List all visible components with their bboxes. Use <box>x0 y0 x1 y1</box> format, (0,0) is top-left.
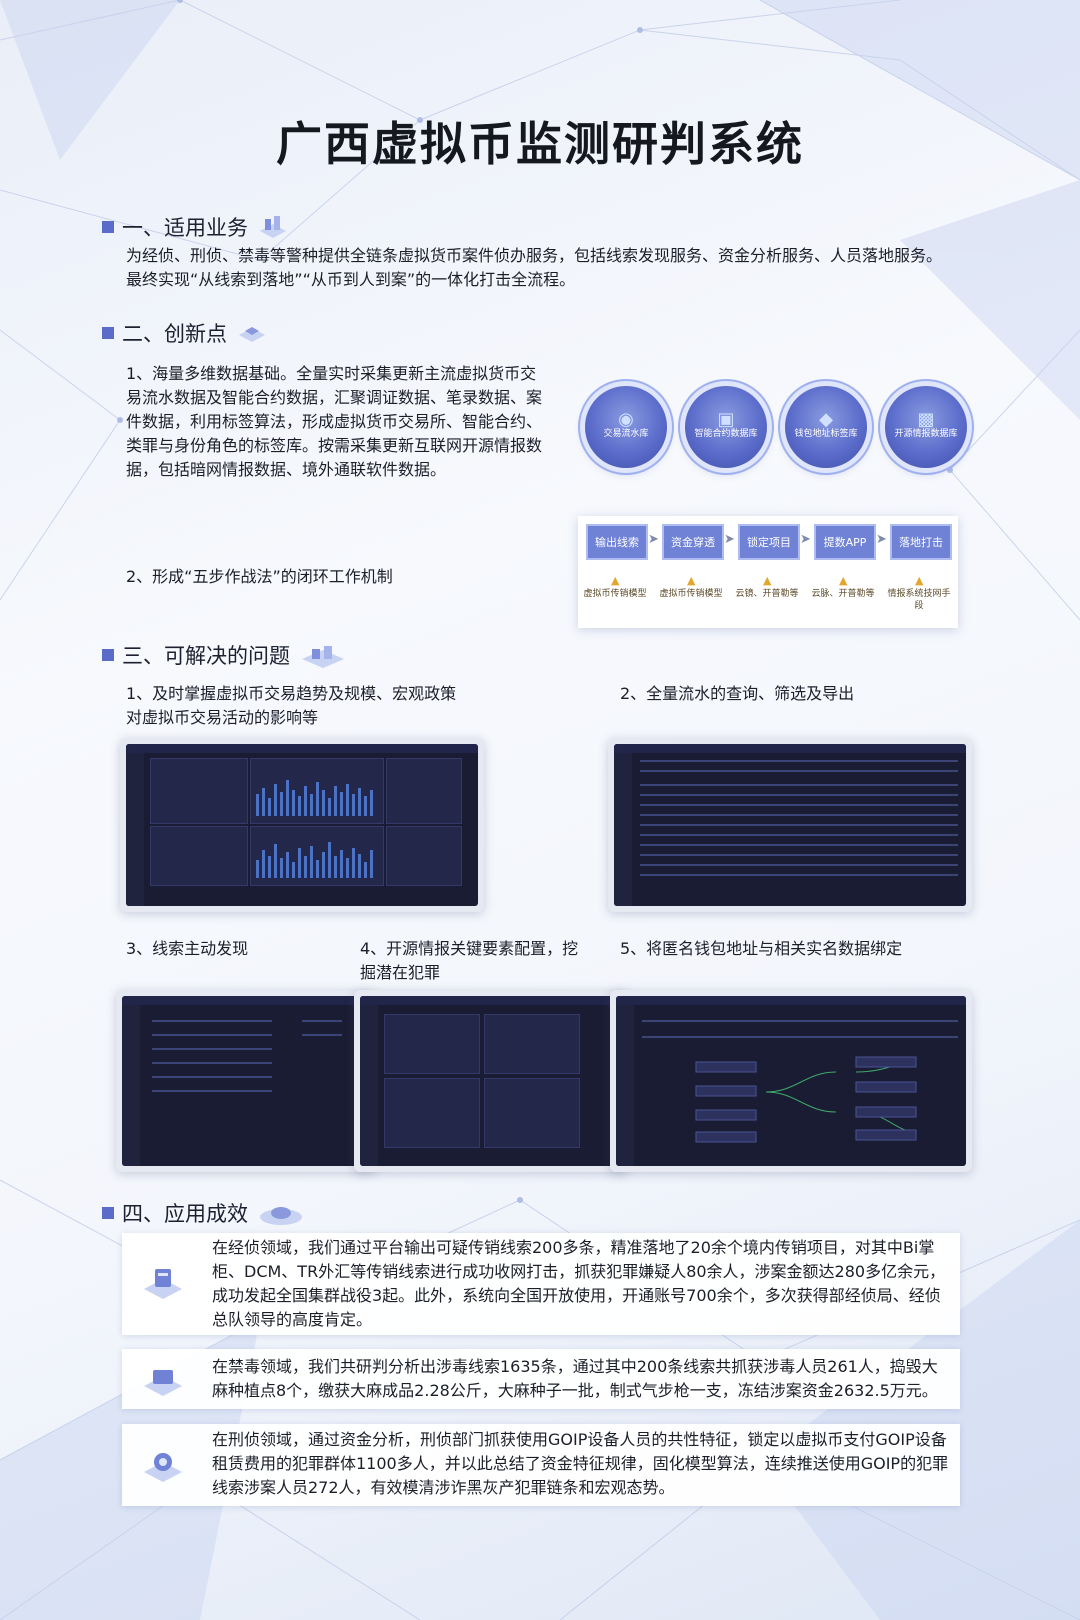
up-arrow-icon: ▲ <box>611 574 620 587</box>
problem-item-3: 3、线索主动发现 <box>126 939 249 958</box>
arrow-right-icon: ➤ <box>876 532 887 547</box>
database-circles: ◉交易流水库 ▣智能合约数据库 ◆钱包地址标签库 ▩开源情报数据库 <box>585 386 970 478</box>
circle-wallet-tag-db: ◆钱包地址标签库 <box>785 386 867 468</box>
page-title: 广西虚拟币监测研判系统 <box>276 117 804 171</box>
result-card-narcotics: 在禁毒领域，我们共研判分析出涉毒线索1635条，通过其中200条线索共抓获涉毒人… <box>122 1349 960 1409</box>
result-text-criminal: 在刑侦领域，通过资金分析，刑侦部门抓获使用GOIP设备人员的共性特征，锁定以虚拟… <box>212 1430 949 1497</box>
section-problems-title: 三、可解决的问题 <box>122 644 290 668</box>
problem-item-5: 5、将匿名钱包地址与相关实名数据绑定 <box>620 939 903 958</box>
section-innovation-title: 二、创新点 <box>122 322 227 346</box>
narcotics-icon <box>144 1370 182 1396</box>
flow-caption-2: 虚拟币传销模型 <box>659 589 723 599</box>
arrow-right-icon: ➤ <box>800 532 811 547</box>
section-bullet <box>102 327 114 339</box>
business-icon <box>260 216 286 238</box>
section-business-title: 一、适用业务 <box>122 216 248 240</box>
circle-osint-db: ▩开源情报数据库 <box>885 386 967 468</box>
flow-step-5: 落地打击 <box>890 524 952 560</box>
flow-caption-3: 云镜、开普勒等 <box>735 589 799 599</box>
business-description: 为经侦、刑侦、禁毒等警种提供全链条虚拟货币案件侦办服务，包括线索发现服务、资金分… <box>126 246 943 289</box>
circle-transaction-db: ◉交易流水库 <box>585 386 667 468</box>
result-card-criminal: 在刑侦领域，通过资金分析，刑侦部门抓获使用GOIP设备人员的共性特征，锁定以虚拟… <box>122 1424 960 1506</box>
five-step-flow: 输出线索 ➤ 资金穿透 ➤ 锁定项目 ➤ 提数APP ➤ 落地打击 ▲ ▲ ▲ … <box>578 516 958 628</box>
contract-icon: ▣ <box>717 409 735 430</box>
flow-step-1: 输出线索 <box>586 524 648 560</box>
up-arrow-icon: ▲ <box>763 574 772 587</box>
shield-icon: ◆ <box>819 409 833 430</box>
section-problems-header: 三、可解决的问题 <box>102 640 348 670</box>
flow-caption-5: 情报系统技网手段 <box>887 589 951 611</box>
bar-sparkline-graphic <box>256 842 373 878</box>
economic-investigation-icon <box>144 1269 182 1299</box>
flow-caption-1: 虚拟币传销模型 <box>583 589 647 599</box>
result-text-economic: 在经侦领域，我们通过平台输出可疑传销线索200多条，精准落地了20余个境内传销项… <box>212 1238 946 1329</box>
section-results-header: 四、应用成效 <box>102 1198 306 1228</box>
section-bullet <box>102 221 114 233</box>
screenshot-clue-discovery <box>116 990 376 1172</box>
section-bullet <box>102 649 114 661</box>
problem-item-2: 2、全量流水的查询、筛选及导出 <box>620 684 855 703</box>
flow-step-4: 提数APP <box>814 524 876 560</box>
section-results-title: 四、应用成效 <box>122 1202 248 1226</box>
section-innovation-header: 二、创新点 <box>102 318 269 348</box>
problem-item-1: 1、及时掌握虚拟币交易趋势及规模、宏观政策对虚拟币交易活动的影响等 <box>126 684 457 727</box>
screenshot-wallet-binding <box>610 990 972 1172</box>
database-icon: ◉ <box>618 409 634 430</box>
criminal-investigation-icon <box>144 1453 182 1482</box>
innovation-icon <box>239 327 265 342</box>
result-card-economic: 在经侦领域，我们通过平台输出可疑传销线索200多条，精准落地了20余个境内传销项… <box>122 1233 960 1335</box>
folder-icon: ▩ <box>917 409 935 430</box>
flow-step-3: 锁定项目 <box>738 524 800 560</box>
relationship-graph-graphic <box>695 1056 917 1143</box>
innovation-point-2: 2、形成“五步作战法”的闭环工作机制 <box>126 567 393 586</box>
arrow-right-icon: ➤ <box>648 532 659 547</box>
screenshot-transaction-query <box>608 738 972 912</box>
section-bullet <box>102 1207 114 1219</box>
screenshot-dashboard <box>120 738 484 912</box>
section-business-header: 一、适用业务 <box>102 212 290 242</box>
problem-item-4: 4、开源情报关键要素配置，挖掘潜在犯罪 <box>360 939 579 982</box>
up-arrow-icon: ▲ <box>915 574 924 587</box>
flow-step-2: 资金穿透 <box>662 524 724 560</box>
innovation-point-1: 1、海量多维数据基础。全量实时采集更新主流虚拟货币交易流水数据及智能合约数据，汇… <box>126 364 543 479</box>
up-arrow-icon: ▲ <box>687 574 696 587</box>
arrow-right-icon: ➤ <box>724 532 735 547</box>
bar-sparkline-graphic <box>256 780 373 816</box>
result-text-narcotics: 在禁毒领域，我们共研判分析出涉毒线索1635条，通过其中200条线索共抓获涉毒人… <box>212 1357 938 1400</box>
results-icon <box>260 1207 302 1225</box>
screenshot-osint-config <box>354 990 628 1172</box>
circle-contract-db: ▣智能合约数据库 <box>685 386 767 468</box>
flow-caption-4: 云脉、开普勒等 <box>811 589 875 599</box>
problems-icon <box>302 646 344 668</box>
up-arrow-icon: ▲ <box>839 574 848 587</box>
